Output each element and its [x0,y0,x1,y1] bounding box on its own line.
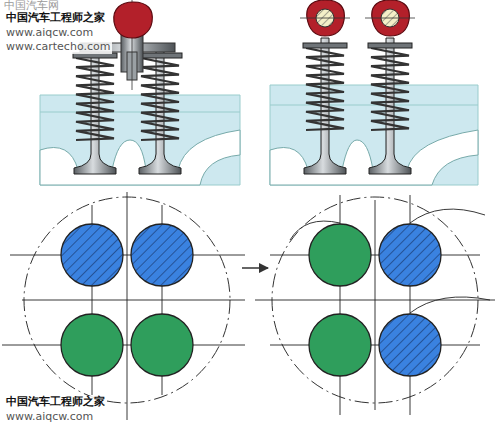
watermark: www.aiqcw.com [4,27,95,40]
valve [304,38,346,174]
watermark: 中国汽车工程师之家 [4,12,107,25]
camshaft-left [114,2,153,38]
valve-spring [141,58,179,140]
camshafts-right [300,0,415,36]
spring-retainer [138,53,182,58]
watermark: 中国汽车网 [2,0,61,13]
spring-retainer [303,43,347,48]
spring-retainer [73,53,117,58]
valve-layout-right [255,195,495,415]
valve-spring [371,48,409,130]
valve [74,50,116,174]
watermark: 中国汽车工程师之家 [4,396,107,409]
arrow [242,267,268,269]
watermark: www.cartecho.com [4,41,112,54]
valve-spring [306,48,344,130]
spring-retainer [368,43,412,48]
watermark: www.aiqcw.com [4,411,95,424]
valve-spring [76,58,114,140]
valve-layout-left [2,192,245,420]
valve [139,50,181,174]
valve [369,38,411,174]
